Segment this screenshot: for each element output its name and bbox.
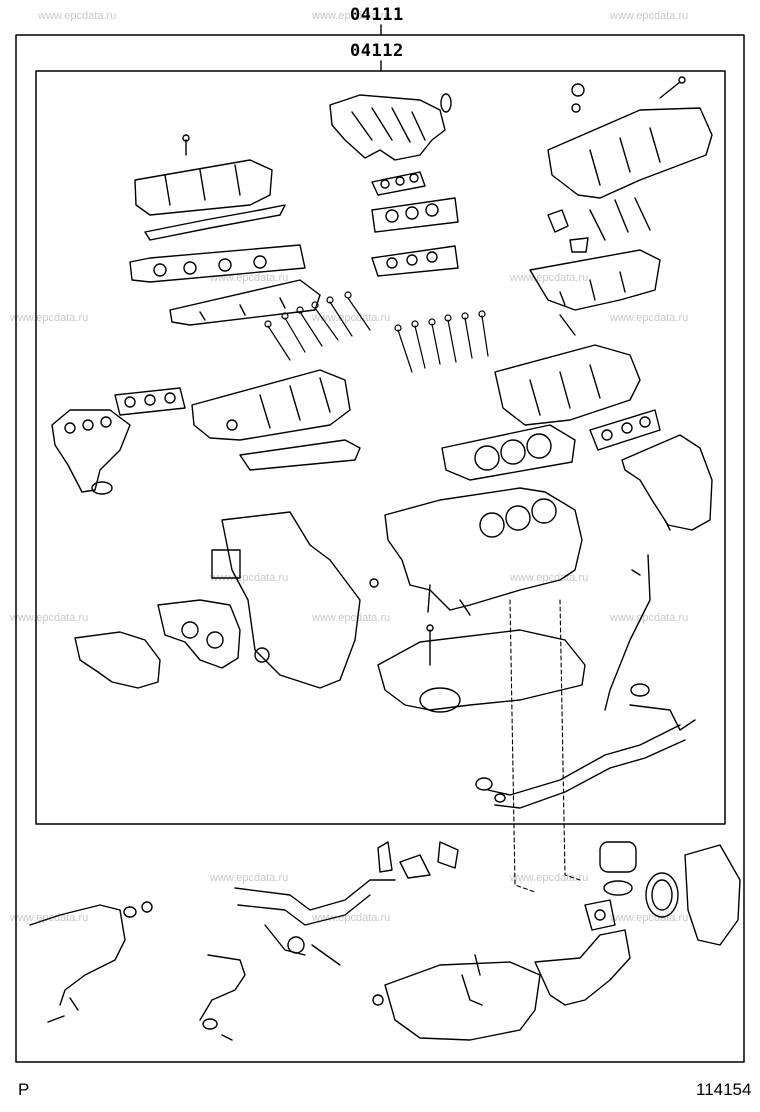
right-cylinder-head	[494, 344, 641, 426]
valve-springs-left	[264, 291, 371, 361]
head-cover-gasket	[144, 204, 286, 241]
intake-plenum-left	[169, 279, 321, 326]
leader-lines-dashed	[509, 599, 581, 893]
right-exhaust-gasket	[589, 409, 661, 451]
oil-pan-lower	[372, 954, 541, 1041]
bypass-hose-small	[199, 954, 246, 1041]
left-head-gasket	[239, 439, 361, 471]
right-rocker-parts	[547, 197, 651, 253]
watermark: www.epcdata.ru	[510, 272, 589, 284]
watermark: www.epcdata.ru	[210, 872, 289, 884]
oil-filter-bracket	[534, 841, 637, 1006]
watermark: www.epcdata.ru	[38, 10, 117, 22]
cam-housing-left	[129, 244, 306, 283]
watermark: www.epcdata.ru	[312, 612, 391, 624]
right-head-gasket	[441, 424, 576, 481]
water-hose-left	[29, 901, 153, 1023]
footer-diagram-number: 114154	[696, 1080, 752, 1099]
left-exhaust-manifold	[51, 409, 131, 495]
watermark: www.epcdata.ru	[510, 872, 589, 884]
watermark: www.epcdata.ru	[10, 312, 89, 324]
oil-pressure-gasket	[584, 899, 616, 931]
thermostat-housing	[74, 631, 161, 689]
right-head-cover	[547, 76, 713, 199]
water-bypass-pipe	[475, 683, 696, 809]
rear-end-plate	[684, 844, 741, 946]
water-outlet-pipe	[234, 879, 396, 966]
watermark: www.epcdata.ru	[312, 312, 391, 324]
watermark: www.epcdata.ru	[312, 912, 391, 924]
watermark: www.epcdata.ru	[610, 612, 689, 624]
watermark: www.epcdata.ru	[10, 612, 89, 624]
sensor-fittings	[377, 841, 459, 879]
intake-gaskets	[371, 171, 459, 277]
callout-outer-kit[interactable]: 04111	[350, 5, 404, 25]
right-exhaust-manifold	[621, 434, 713, 531]
water-pump-gasket	[157, 599, 241, 669]
intake-manifold	[329, 93, 452, 161]
callout-inner-kit[interactable]: 04112	[350, 41, 404, 61]
watermark: www.epcdata.ru	[610, 312, 689, 324]
outer-frame	[15, 34, 745, 1063]
rear-oil-seal	[645, 872, 679, 918]
footer-left-code: P	[18, 1080, 30, 1099]
watermark: www.epcdata.ru	[610, 10, 689, 22]
oil-dipstick-tube	[604, 554, 651, 711]
left-cylinder-head	[191, 369, 351, 441]
left-exhaust-gasket	[114, 387, 186, 416]
oil-pan-upper	[377, 624, 586, 713]
valve-springs-right	[394, 310, 489, 373]
right-cam-housing	[529, 249, 661, 336]
cylinder-block	[384, 487, 583, 616]
timing-cover	[211, 511, 379, 689]
watermark: www.epcdata.ru	[210, 572, 289, 584]
watermark: www.epcdata.ru	[312, 10, 391, 22]
left-head-cover	[134, 134, 273, 216]
